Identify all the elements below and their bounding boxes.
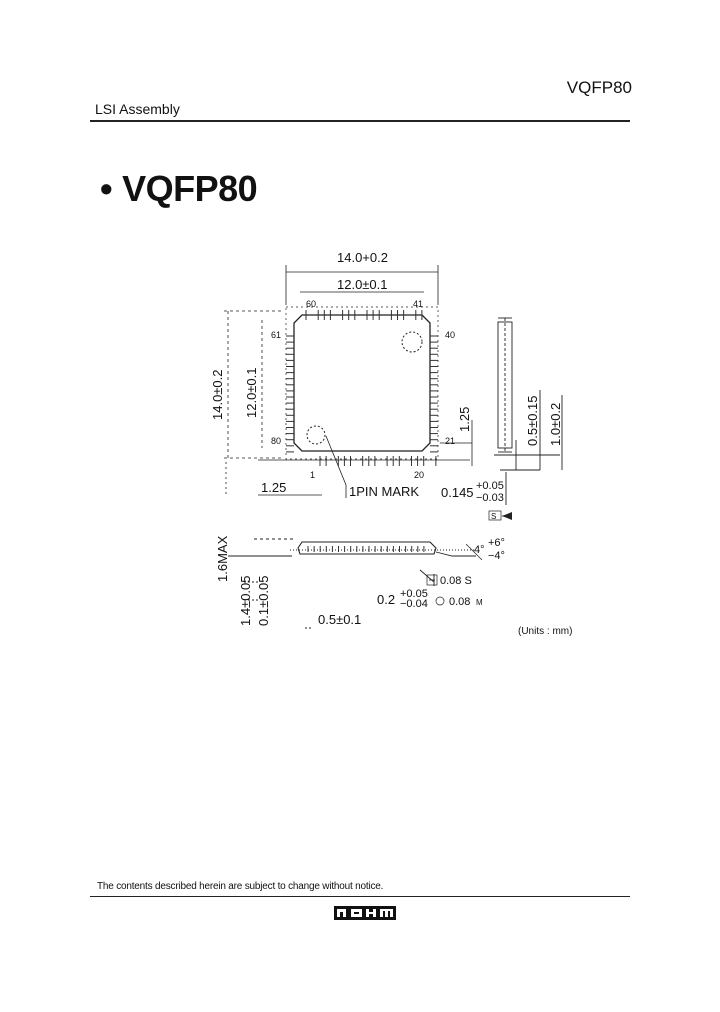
dim-body-outer-width: 14.0+0.2 bbox=[337, 250, 388, 265]
datum-s-box bbox=[488, 510, 502, 521]
header-category: LSI Assembly bbox=[95, 101, 180, 117]
leads-left bbox=[286, 335, 294, 453]
leads-bottom bbox=[319, 456, 437, 466]
dim-body-inner-height: 12.0±0.1 bbox=[244, 367, 259, 418]
dim-side-1-0: 1.0±0.2 bbox=[548, 403, 563, 446]
dim-standoff-gap: 0.1±0.05 bbox=[256, 575, 271, 626]
position-tolerance-modifier: M bbox=[476, 598, 483, 607]
dim-pitch: 0.5±0.1 bbox=[318, 612, 361, 627]
corner-mark-circle bbox=[401, 331, 423, 353]
leads-front bbox=[307, 546, 425, 552]
top-dimension-lines bbox=[285, 265, 439, 305]
rohm-logo bbox=[334, 906, 396, 920]
dim-lead-width-minus: −0.04 bbox=[400, 598, 428, 610]
datum-arrow bbox=[502, 512, 512, 520]
pin-label-41: 41 bbox=[413, 299, 423, 309]
lead-frame-outline bbox=[285, 306, 439, 460]
dim-lead-width-base: 0.2 bbox=[377, 592, 395, 607]
front-view bbox=[228, 538, 483, 629]
footer-rule bbox=[90, 896, 630, 897]
footer-notice: The contents described herein are subjec… bbox=[97, 881, 384, 892]
dim-body-inner-width: 12.0±0.1 bbox=[337, 277, 388, 292]
leads-top bbox=[305, 310, 423, 320]
pin-label-20: 20 bbox=[414, 470, 424, 480]
dim-lead-width-plus: +0.05 bbox=[400, 588, 428, 600]
dim-angle-base: 4° bbox=[474, 544, 485, 556]
pin-label-40: 40 bbox=[445, 330, 455, 340]
units-label: (Units : mm) bbox=[518, 626, 572, 637]
title-bullet: • bbox=[100, 168, 113, 209]
page-title: •VQFP80 bbox=[100, 168, 258, 210]
left-dimension-lines bbox=[224, 310, 284, 459]
title-text: VQFP80 bbox=[122, 168, 258, 209]
position-tolerance-symbol bbox=[435, 596, 445, 606]
dim-lead-thickness-plus: +0.05 bbox=[476, 480, 504, 492]
dim-angle-plus: +6° bbox=[488, 537, 505, 549]
dim-body-outer-height: 14.0±0.2 bbox=[210, 369, 225, 420]
leads-right bbox=[430, 335, 438, 453]
dim-standoff-height: 1.4±0.05 bbox=[238, 575, 253, 626]
side-view bbox=[494, 317, 563, 517]
dim-lead-offset-bottom: 1.25 bbox=[261, 480, 286, 495]
pin-label-1: 1 bbox=[310, 470, 315, 480]
header-part-number: VQFP80 bbox=[566, 78, 632, 97]
pin-label-61: 61 bbox=[271, 330, 281, 340]
dim-lead-thickness-base: 0.145 bbox=[441, 485, 474, 500]
bottom-offset-dimension bbox=[225, 459, 470, 496]
dim-lead-offset-right: 1.25 bbox=[457, 407, 472, 432]
pin-mark-leader bbox=[325, 435, 347, 498]
top-view bbox=[285, 306, 439, 460]
flatness-value: 0.08 S bbox=[440, 575, 472, 587]
datum-s-label: S bbox=[491, 512, 496, 521]
flatness-box bbox=[426, 574, 438, 586]
header-rule bbox=[90, 120, 630, 122]
dim-lead-thickness-minus: −0.03 bbox=[476, 492, 504, 504]
pin1-mark-circle bbox=[306, 425, 326, 445]
pin-label-60: 60 bbox=[306, 299, 316, 309]
pin-mark-label: 1PIN MARK bbox=[349, 484, 419, 499]
right-offset-dimension bbox=[440, 420, 473, 466]
package-body-outline bbox=[293, 314, 431, 452]
dim-height-max: 1.6MAX bbox=[215, 535, 230, 582]
pin-label-21: 21 bbox=[445, 436, 455, 446]
dim-angle-minus: −4° bbox=[488, 550, 505, 562]
position-tolerance-value: 0.08 bbox=[449, 596, 470, 608]
pin-label-80: 80 bbox=[271, 436, 281, 446]
dim-side-0-5: 0.5±0.15 bbox=[525, 395, 540, 446]
